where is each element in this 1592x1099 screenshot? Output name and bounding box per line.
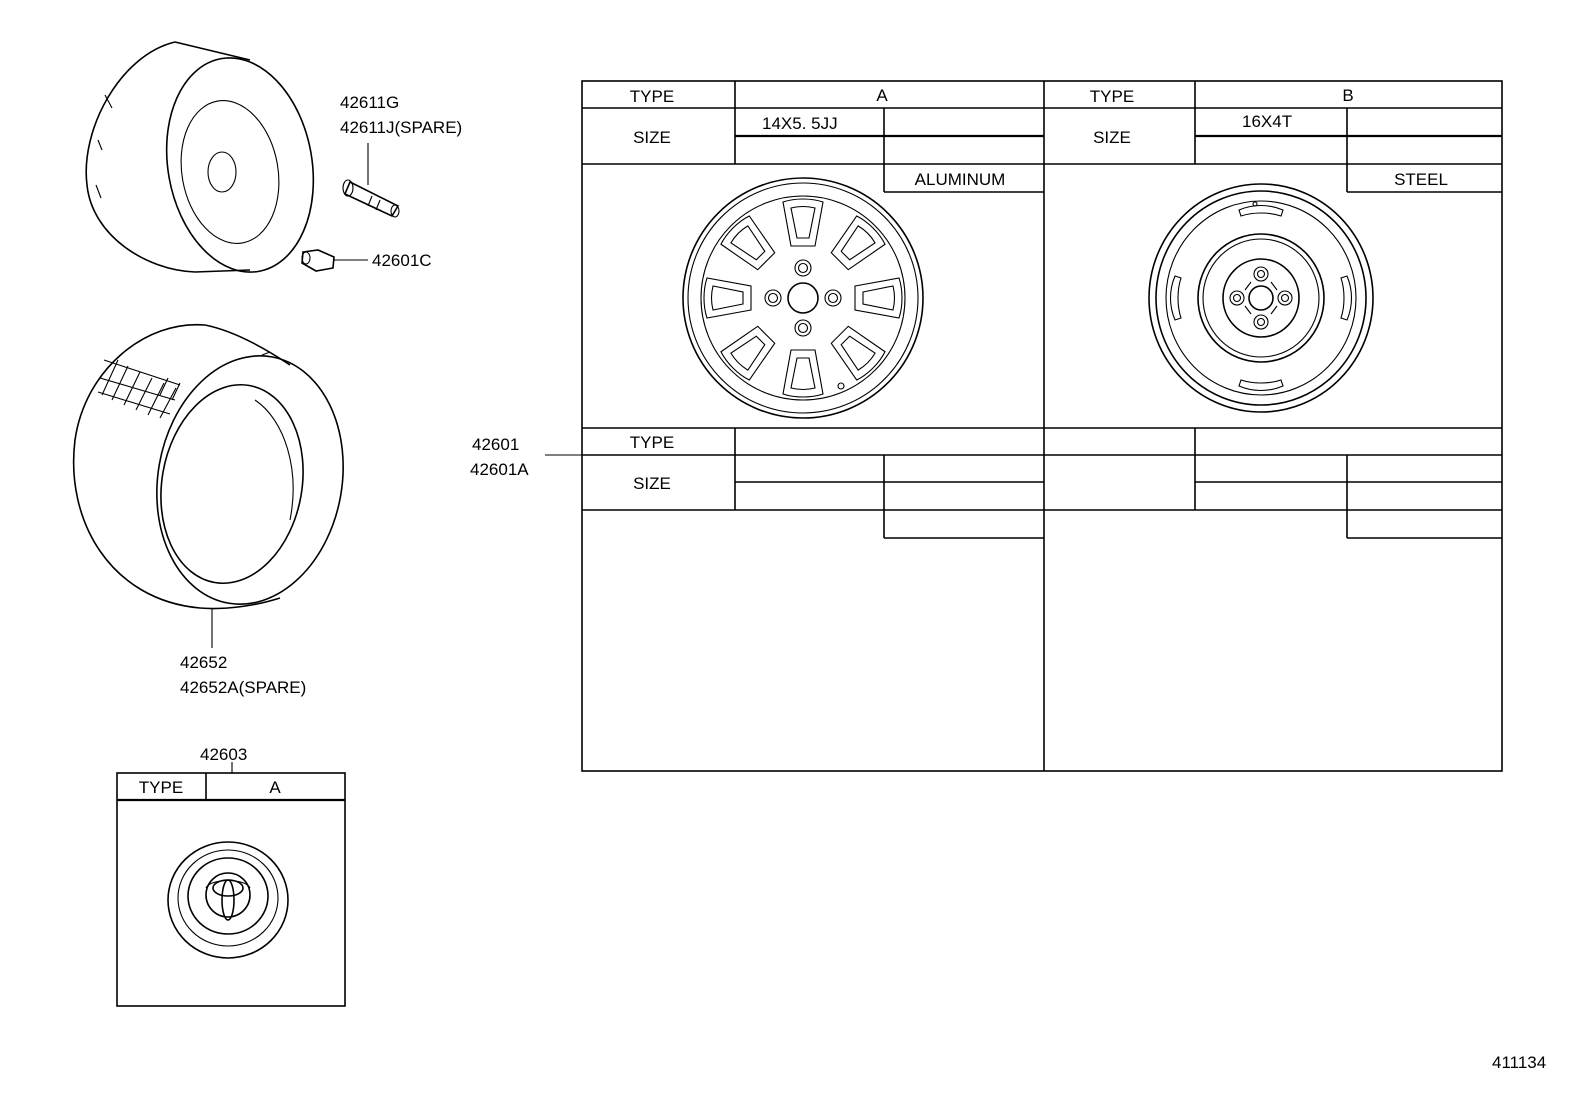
toyota-logo-icon xyxy=(167,841,289,959)
callout-42601: 42601 xyxy=(472,435,519,454)
size-value-a: 14X5. 5JJ xyxy=(762,114,838,133)
cap-type-label: TYPE xyxy=(139,778,183,797)
callout-42652a: 42652A(SPARE) xyxy=(180,678,306,697)
callout-42603: 42603 xyxy=(200,745,247,764)
cap-table xyxy=(116,762,346,1007)
type-value-b: B xyxy=(1342,86,1353,105)
type-label-a: TYPE xyxy=(630,87,674,106)
size-label-b: SIZE xyxy=(1093,128,1131,147)
callout-42652: 42652 xyxy=(180,653,227,672)
callout-42601a: 42601A xyxy=(470,460,529,479)
hub-nut-icon xyxy=(301,249,368,272)
lower-size-label: SIZE xyxy=(633,474,671,493)
type-label-b: TYPE xyxy=(1090,87,1134,106)
material-b: STEEL xyxy=(1394,170,1448,189)
tire-wheel-icon xyxy=(85,41,315,273)
type-value-a: A xyxy=(876,86,888,105)
callout-42611j: 42611J(SPARE) xyxy=(340,118,462,137)
callout-42601c: 42601C xyxy=(372,251,432,270)
callout-42611g: 42611G xyxy=(340,93,399,112)
tire-icon xyxy=(72,323,344,648)
alloy-wheel-icon xyxy=(682,177,924,419)
cap-type-value: A xyxy=(269,778,281,797)
valve-icon xyxy=(342,143,400,218)
figure-number: 411134 xyxy=(1492,1053,1546,1072)
size-value-b: 16X4T xyxy=(1242,112,1292,131)
material-a: ALUMINUM xyxy=(915,170,1006,189)
size-label-a: SIZE xyxy=(633,128,671,147)
lower-type-label: TYPE xyxy=(630,433,674,452)
wheel-table xyxy=(545,80,1503,772)
steel-wheel-icon xyxy=(1148,183,1374,413)
